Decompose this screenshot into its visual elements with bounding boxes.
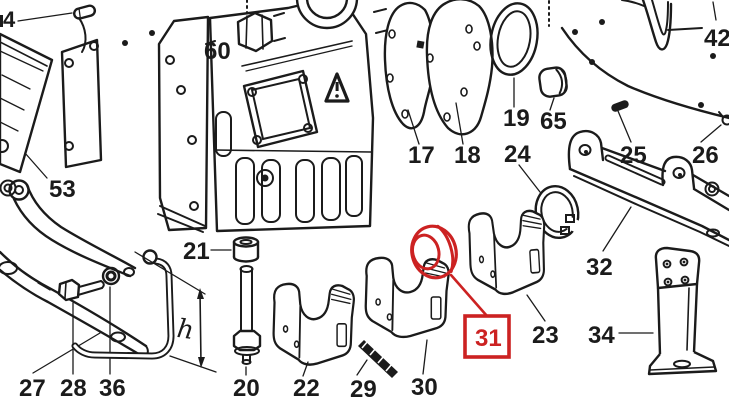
leader-22 (302, 361, 309, 377)
housing-rib-slots (215, 111, 363, 225)
leader-17 (407, 109, 420, 145)
callout-24[interactable]: 24 (504, 141, 531, 168)
callout-65[interactable]: 65 (540, 108, 567, 135)
part-bent-rod (71, 249, 175, 360)
callout-26[interactable]: 26 (692, 142, 719, 169)
leader-53 (24, 152, 48, 179)
callout-36[interactable]: 36 (99, 375, 126, 402)
motion-dashes (205, 8, 389, 45)
part-65-plug (538, 66, 568, 111)
part-20-stud-bolt (232, 265, 262, 376)
gasket-bolt-holes (572, 19, 716, 108)
highlight-box-31 (463, 314, 511, 359)
part-32-bracket (567, 129, 729, 252)
part-23-bearing-cap (466, 207, 550, 322)
leader-18 (455, 102, 464, 145)
callout-34[interactable]: 34 (588, 322, 615, 349)
callout-29[interactable]: 29 (350, 376, 377, 403)
dimension-h (134, 251, 217, 373)
callout-32[interactable]: 32 (586, 254, 613, 281)
part-42-gasket (548, 0, 729, 120)
part-34-bracket (618, 246, 718, 376)
callout-27[interactable]: 27 (19, 375, 46, 402)
leader-42 (712, 1, 717, 21)
leader-23 (526, 294, 546, 322)
part-21-bushing (210, 236, 260, 263)
leader-65 (549, 97, 555, 111)
partial-cut-glyph (0, 15, 3, 27)
callout-21[interactable]: 21 (183, 238, 210, 265)
part-29-stud (356, 340, 398, 378)
housing-flange (157, 15, 210, 232)
leader-27 (32, 332, 101, 374)
housing-bolt (256, 169, 274, 187)
housing-cover-plate (242, 69, 319, 149)
leader-26 (700, 124, 722, 143)
part-19-seal-ring (489, 2, 539, 108)
callout-30[interactable]: 30 (411, 374, 438, 401)
part-4-pin-and-plate (17, 4, 155, 169)
part-36-nut (101, 266, 121, 375)
part-main-housing (157, 0, 389, 233)
bracket-holes (662, 257, 690, 287)
pin-wire (78, 17, 87, 53)
housing-foot (157, 205, 206, 233)
part-30-bearing-cap (364, 256, 450, 375)
washer-icon (704, 181, 720, 197)
callout-60[interactable]: 60 (204, 38, 231, 65)
leader-30 (422, 339, 428, 375)
clevis-pin-icon (73, 4, 97, 20)
part-25-screw (611, 100, 632, 143)
part-28-bolt (57, 278, 105, 375)
callout-18[interactable]: 18 (454, 142, 481, 169)
part-53-cover-plate (0, 32, 54, 197)
leader-25 (617, 110, 632, 143)
part-18-gasket (425, 0, 494, 145)
callout-28[interactable]: 28 (60, 375, 87, 402)
part-27-stay-bar (0, 179, 149, 374)
leader-4 (17, 12, 73, 22)
dimension-h-label: h (175, 314, 196, 346)
leader-31 (449, 273, 489, 318)
flange-bolt-holes (165, 55, 199, 211)
callout-53[interactable]: 53 (49, 176, 76, 203)
part-26-screw (700, 111, 729, 143)
callout-4[interactable]: 4 (3, 7, 16, 32)
callout-17[interactable]: 17 (408, 142, 435, 169)
callout-23[interactable]: 23 (532, 322, 559, 349)
part-17-gasket (383, 1, 435, 145)
leader-24 (518, 164, 541, 193)
callouts: 4 53 60 17 18 19 65 24 25 26 42 21 27 28… (0, 7, 729, 403)
callout-22[interactable]: 22 (293, 375, 320, 402)
warning-triangle-icon (324, 72, 350, 103)
leader-32 (602, 206, 632, 252)
leader-29 (356, 359, 368, 376)
hex-plug-icon (236, 11, 274, 53)
callout-19[interactable]: 19 (503, 105, 530, 132)
part-22-bearing-cap (272, 282, 356, 377)
callout-25[interactable]: 25 (620, 142, 647, 169)
callout-20[interactable]: 20 (233, 375, 260, 402)
part-31-bushing-highlighted[interactable] (406, 221, 511, 359)
housing-boss (295, 0, 359, 30)
callout-42[interactable]: 42 (704, 25, 729, 52)
callout-31-highlighted[interactable]: 31 (475, 325, 502, 352)
